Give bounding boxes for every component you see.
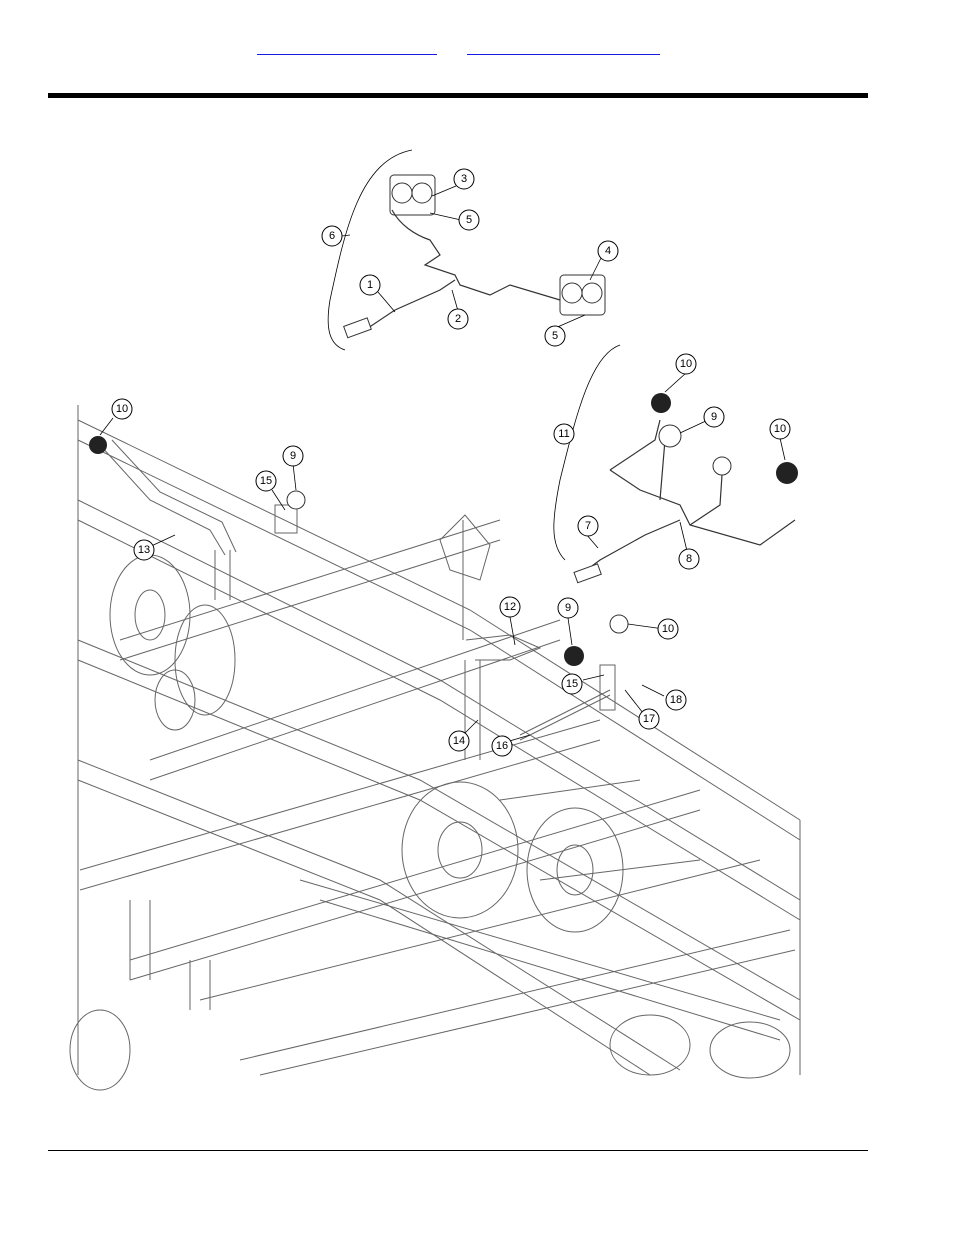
header-link-2[interactable] [467,40,660,55]
svg-text:14: 14 [453,735,465,747]
svg-text:15: 15 [260,475,272,487]
callout-3: 3 [453,168,475,190]
svg-text:17: 17 [643,713,655,725]
callout-12: 12 [499,596,521,618]
svg-text:15: 15 [566,678,578,690]
svg-text:2: 2 [455,313,461,325]
svg-text:9: 9 [290,450,296,462]
callout-10c: 10 [111,398,133,420]
svg-text:6: 6 [329,230,335,242]
callout-10b: 10 [769,418,791,440]
header-rule [48,93,868,98]
svg-text:16: 16 [496,740,508,752]
callout-1: 1 [359,274,381,296]
callout-18: 18 [665,689,687,711]
callout-16: 16 [491,735,513,757]
callout-8: 8 [678,548,700,570]
light-on-bracket [609,614,629,634]
svg-text:10: 10 [116,403,128,415]
warning-light-left [89,436,107,454]
implement-frame-art [69,405,801,1091]
callout-15a: 15 [255,470,277,492]
light-mid-right [564,646,584,666]
callout-17: 17 [638,708,660,730]
callout-9b: 9 [282,445,304,467]
svg-text:12: 12 [504,601,516,613]
callout-10d: 10 [657,618,679,640]
svg-text:5: 5 [552,330,558,342]
callout-5a: 5 [458,209,480,231]
callout-2: 2 [447,308,469,330]
callout-7: 7 [577,515,599,537]
footer-rule [48,1150,868,1151]
svg-text:9: 9 [711,411,717,423]
light-harness-upper [327,149,606,351]
callout-4: 4 [597,240,619,262]
svg-text:10: 10 [680,358,692,370]
callout-13: 13 [133,539,155,561]
callout-10a: 10 [675,353,697,375]
header-link-1[interactable] [257,40,437,55]
svg-text:11: 11 [558,428,569,440]
svg-text:18: 18 [670,694,682,706]
svg-text:10: 10 [662,623,674,635]
svg-text:13: 13 [138,544,150,556]
callout-5b: 5 [544,325,566,347]
callout-6: 6 [321,225,343,247]
svg-text:3: 3 [461,173,467,185]
callout-14: 14 [448,730,470,752]
svg-text:9: 9 [565,602,571,614]
light-bracket-upper [286,490,306,510]
svg-text:10: 10 [774,423,786,435]
callout-9c: 9 [557,597,579,619]
svg-text:7: 7 [585,520,591,532]
callout-9a: 9 [703,406,725,428]
callout-15b: 15 [561,673,583,695]
svg-text:5: 5 [466,214,472,226]
svg-text:1: 1 [367,279,373,291]
callout-11: 11 [553,423,575,445]
svg-text:4: 4 [605,245,611,257]
svg-text:8: 8 [686,553,692,565]
light-harness-right [553,344,798,584]
